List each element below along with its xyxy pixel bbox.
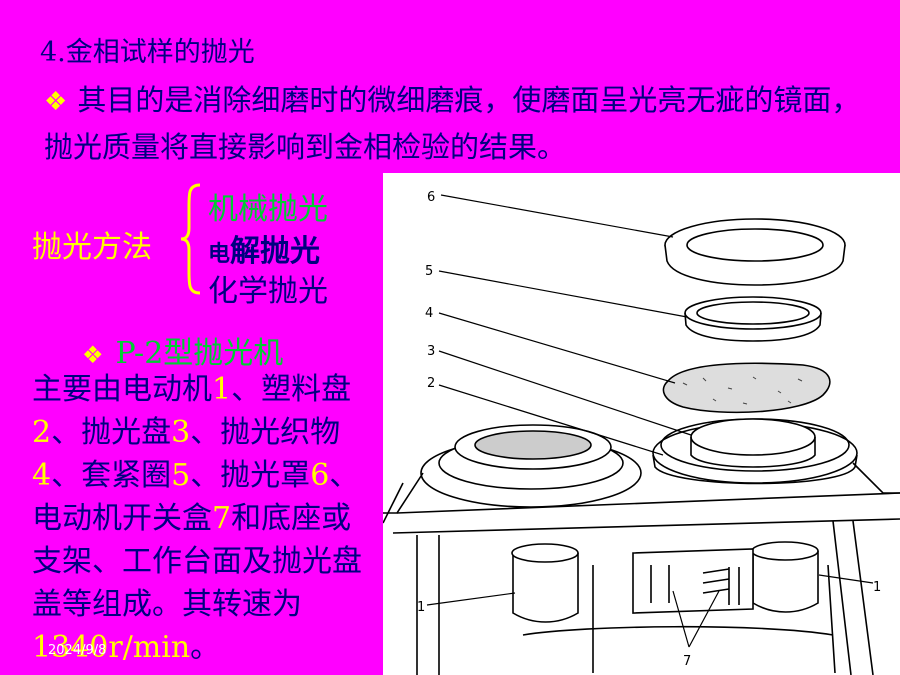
purpose-bullet: ❖其目的是消除细磨时的微细磨痕，使磨面呈光亮无疵的镜面，抛光质量将直接影响到金相… bbox=[44, 78, 874, 170]
part-retaining-ring bbox=[684, 296, 822, 342]
label-2: 2 bbox=[427, 376, 435, 391]
machine-title: ❖P-2型抛光机 bbox=[82, 336, 284, 371]
polishing-machine-figure: 6 5 4 3 2 1 1 7 bbox=[383, 173, 900, 675]
method-chemical: 化学抛光 bbox=[208, 274, 328, 309]
brace-icon bbox=[178, 182, 204, 300]
method-mechanical: 机械抛光 bbox=[208, 192, 328, 227]
part-polishing-fabric bbox=[662, 362, 831, 414]
part-polishing-cover bbox=[664, 218, 846, 286]
slide-title: 4.金相试样的抛光 bbox=[40, 37, 255, 68]
part-work-table bbox=[383, 462, 900, 675]
diamond-bullet-icon: ❖ bbox=[82, 341, 104, 369]
machine-description: 主要由电动机1、塑料盘2、抛光盘3、抛光织物4、套紧圈5、抛光罩6、电动机开关盒… bbox=[32, 372, 362, 665]
part-installed-polisher bbox=[420, 424, 642, 508]
purpose-text: 其目的是消除细磨时的微细磨痕，使磨面呈光亮无疵的镜面，抛光质量将直接影响到金相检… bbox=[44, 83, 861, 164]
part-polishing-disc bbox=[690, 418, 816, 468]
methods-label: 抛光方法 bbox=[32, 230, 152, 265]
label-1-right: 1 bbox=[873, 580, 881, 595]
label-4: 4 bbox=[425, 306, 433, 321]
label-7: 7 bbox=[683, 654, 691, 669]
part-switch-box bbox=[632, 548, 754, 614]
label-1-left: 1 bbox=[417, 600, 425, 615]
slide-date: 2024/9/8 bbox=[48, 643, 107, 658]
method-electrolytic: 电解抛光 bbox=[208, 234, 321, 269]
label-3: 3 bbox=[427, 344, 435, 359]
diamond-bullet-icon: ❖ bbox=[44, 87, 68, 117]
leader-lines bbox=[426, 194, 874, 648]
label-6: 6 bbox=[427, 190, 435, 205]
label-5: 5 bbox=[425, 264, 433, 279]
